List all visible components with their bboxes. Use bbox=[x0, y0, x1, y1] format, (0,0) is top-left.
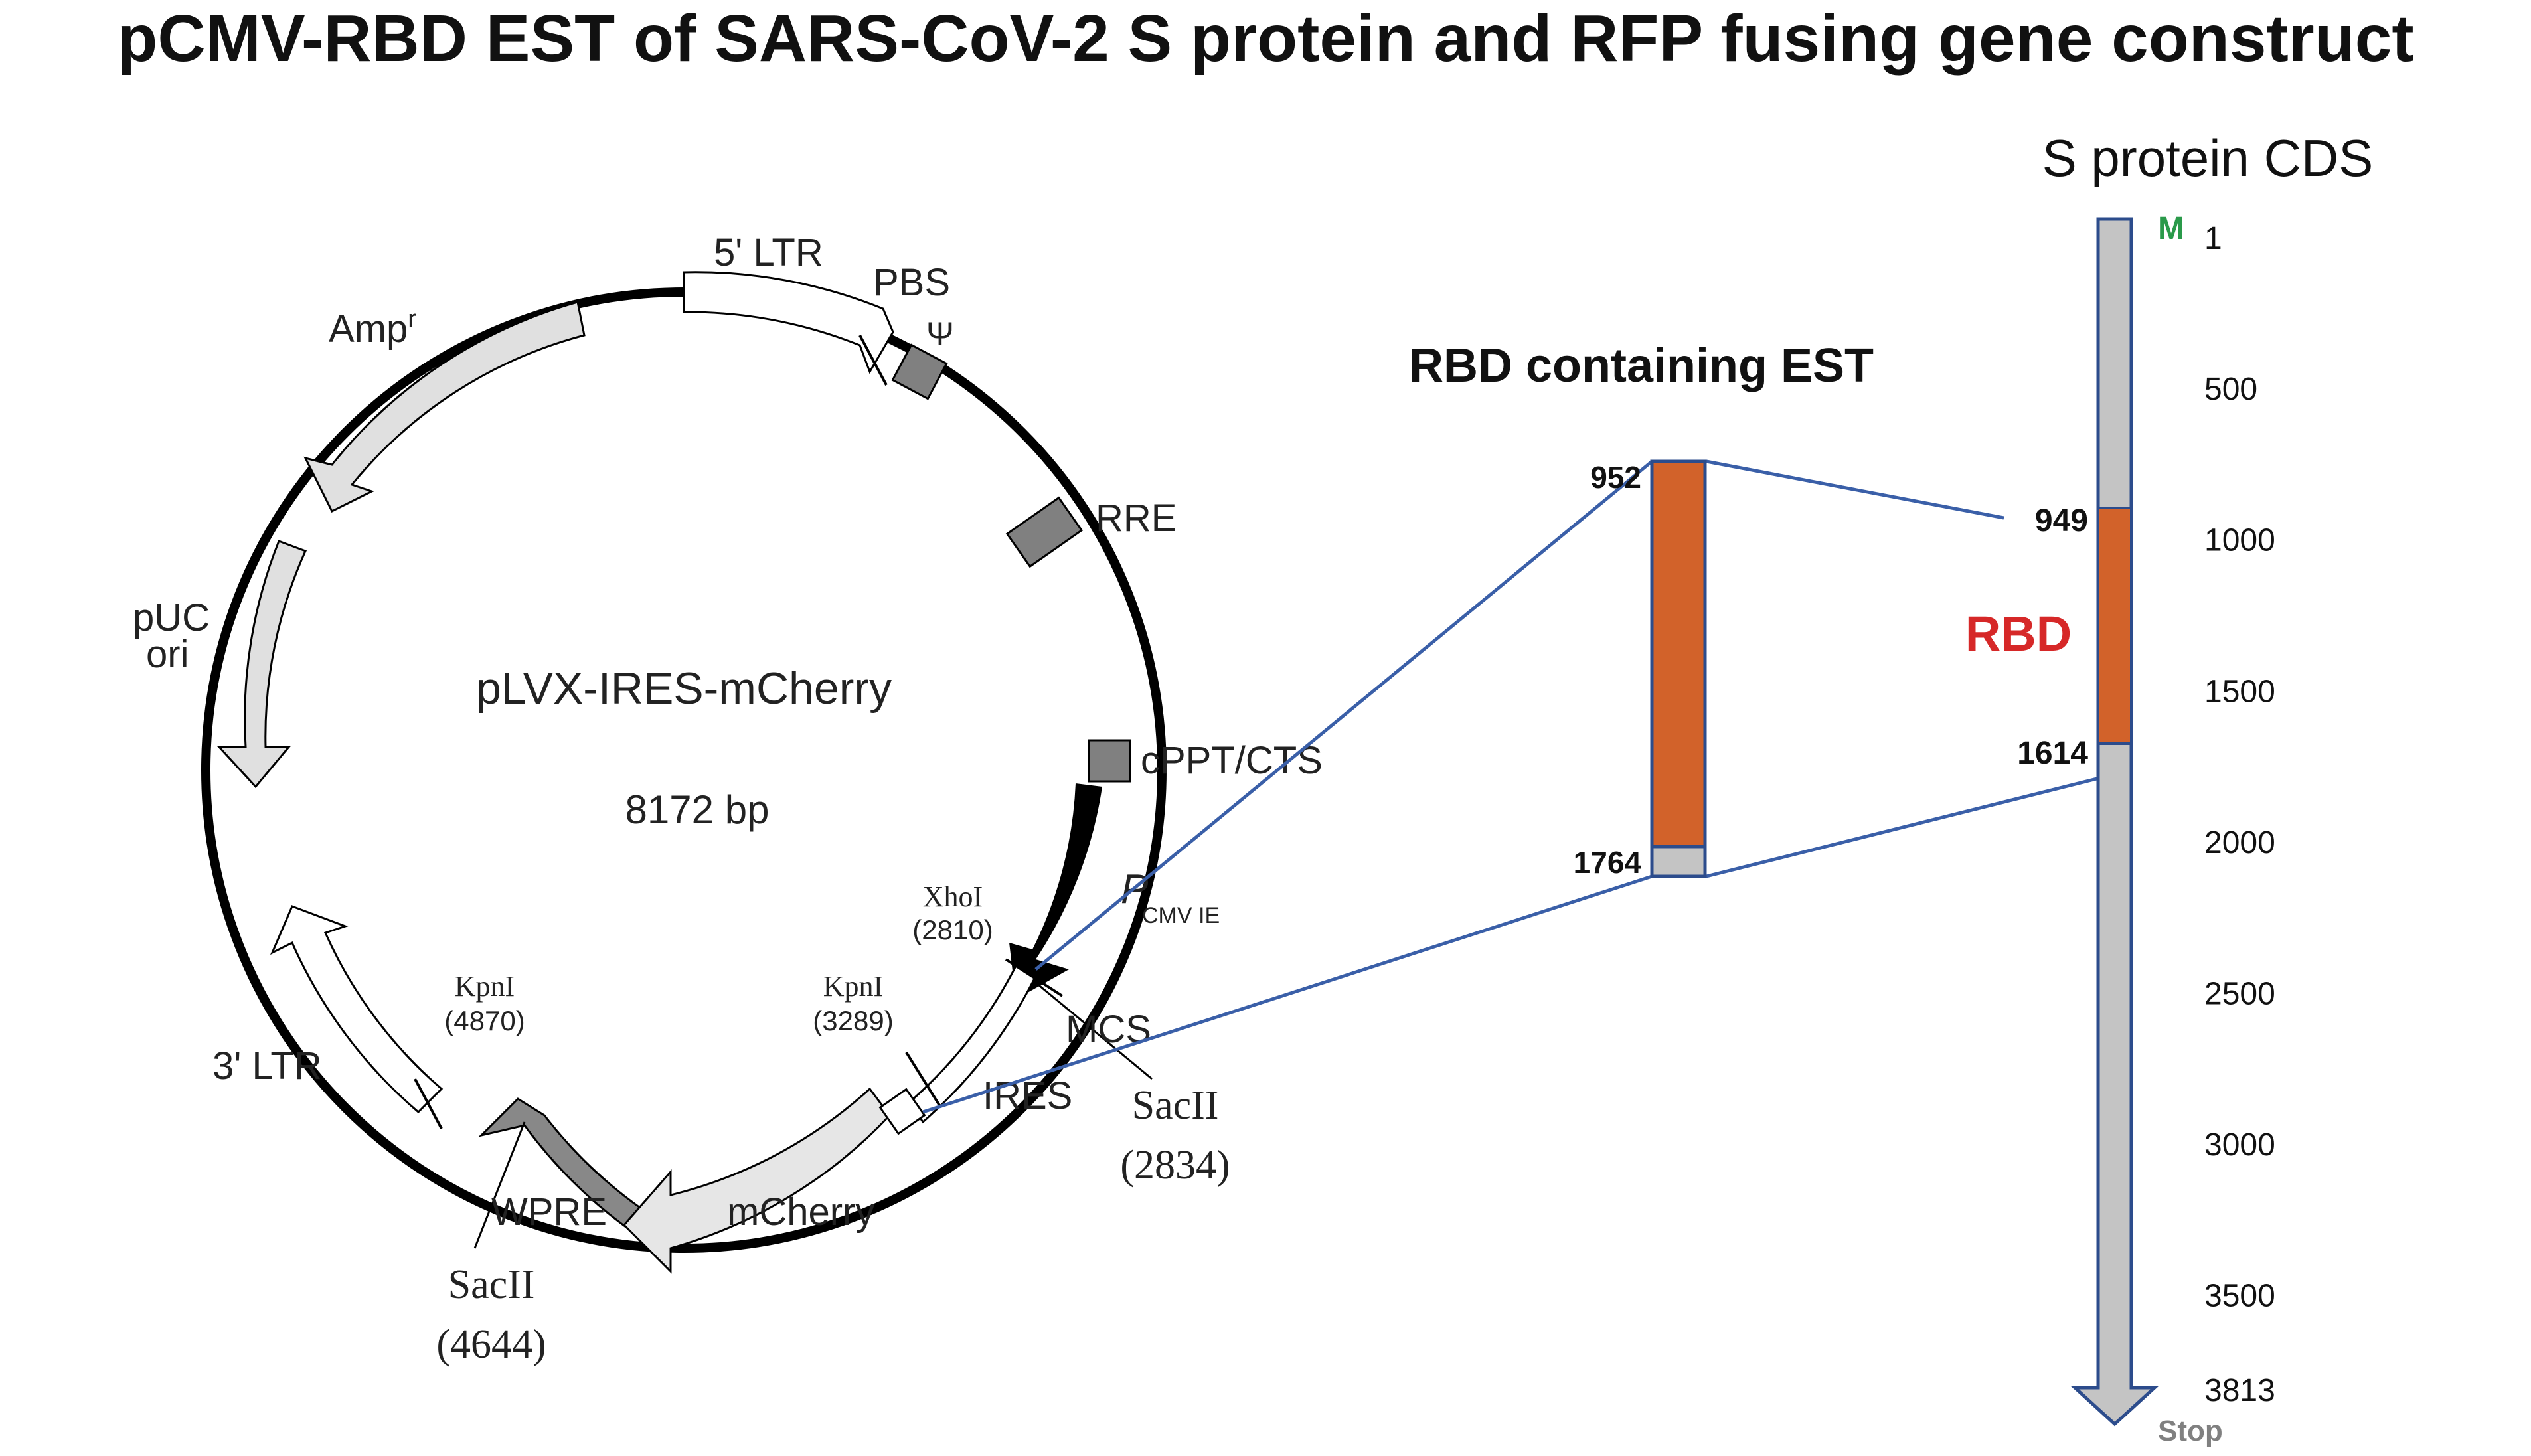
cds-panel: S protein CDS M Stop RBD 949 1614 150010… bbox=[1965, 129, 2373, 1447]
label-cppt: cPPT/CTS bbox=[1141, 739, 1323, 782]
label-wpre: WPRE bbox=[491, 1190, 607, 1234]
connector-lines bbox=[922, 459, 2105, 1114]
connector-est-top-to-cds bbox=[1706, 459, 2004, 520]
cds-title: S protein CDS bbox=[2042, 129, 2374, 187]
label-pcmv-sub: CMV IE bbox=[1142, 903, 1220, 928]
label-amp: Ampr bbox=[329, 305, 416, 351]
tick-kpni2 bbox=[414, 1078, 443, 1129]
label-pbs: PBS bbox=[873, 261, 950, 304]
plasmid-name: pLVX-IRES-mCherry bbox=[476, 663, 892, 714]
ires-box bbox=[878, 1088, 926, 1135]
kpni1-name: KpnI bbox=[823, 970, 883, 1003]
rre-box bbox=[1005, 496, 1084, 568]
ltr5-arrow bbox=[683, 271, 894, 374]
ltr3-arrow bbox=[270, 905, 444, 1114]
est-bar-rbd bbox=[1650, 459, 1707, 849]
cds-tick-2000: 2000 bbox=[2204, 825, 2275, 860]
psi-box bbox=[891, 343, 948, 400]
label-puc: pUC bbox=[133, 596, 210, 639]
cds-tick-1500: 1500 bbox=[2204, 674, 2275, 709]
tick-xhoi bbox=[1005, 958, 1064, 997]
cds-rbd-label: RBD bbox=[1965, 606, 2072, 661]
cds-rbd-segment bbox=[2097, 507, 2133, 745]
sacii1-pointer bbox=[1035, 981, 1153, 1080]
tick-kpni1 bbox=[905, 1051, 941, 1107]
wpre-arrow bbox=[478, 1097, 662, 1250]
amp-arrow bbox=[303, 301, 586, 513]
pcmv-arrow bbox=[1009, 783, 1102, 999]
sacii2-name: SacII bbox=[448, 1262, 535, 1307]
label-ires: IRES bbox=[983, 1074, 1072, 1117]
cds-start-label: M bbox=[2158, 211, 2184, 246]
xhoi-pos: (2810) bbox=[912, 914, 993, 945]
kpni2-name: KpnI bbox=[455, 970, 515, 1003]
connector-est-bottom-to-plasmid bbox=[922, 874, 1653, 1114]
cds-tick-3500: 3500 bbox=[2204, 1279, 2275, 1314]
est-start-label: 952 bbox=[1590, 460, 1641, 495]
cds-tick-3813: 3813 bbox=[2204, 1373, 2275, 1408]
connector-est-bottom-to-cds bbox=[1706, 775, 2105, 878]
sacii1-name: SacII bbox=[1132, 1083, 1219, 1128]
cppt-box bbox=[1088, 739, 1131, 783]
cds-arrow bbox=[2070, 217, 2159, 1427]
plasmid-size: 8172 bp bbox=[625, 787, 770, 832]
mcherry-arrow bbox=[622, 1087, 891, 1274]
cds-rbd-end: 1614 bbox=[2017, 736, 2088, 771]
cds-tick-1: 1 bbox=[2204, 221, 2222, 256]
est-end-label: 1764 bbox=[1574, 845, 1642, 880]
kpni1-pos: (3289) bbox=[813, 1005, 893, 1036]
cds-tick-500: 500 bbox=[2204, 372, 2257, 407]
est-title: RBD containing EST bbox=[1409, 339, 1874, 392]
est-bar-tail bbox=[1650, 845, 1707, 878]
label-mcherry: mCherry bbox=[727, 1190, 874, 1234]
cds-tick-2500: 2500 bbox=[2204, 976, 2275, 1011]
kpni2-pos: (4870) bbox=[444, 1005, 525, 1036]
label-ltr5: 5' LTR bbox=[714, 231, 823, 274]
sacii1-pos: (2834) bbox=[1120, 1143, 1230, 1188]
puc-ori-arrow bbox=[216, 540, 307, 789]
label-rre: RRE bbox=[1096, 497, 1177, 540]
xhoi-name: XhoI bbox=[923, 880, 983, 913]
cds-rbd-start: 949 bbox=[2035, 503, 2088, 538]
est-panel: RBD containing EST 952 1764 bbox=[1409, 339, 1874, 880]
tick-pbs bbox=[858, 335, 888, 386]
label-mcs: MCS bbox=[1066, 1008, 1151, 1051]
sacii2-pos: (4644) bbox=[436, 1322, 546, 1367]
cds-tick-1000: 1000 bbox=[2204, 523, 2275, 558]
label-ori: ori bbox=[146, 633, 189, 676]
connector-est-top-to-plasmid bbox=[1034, 460, 1653, 971]
label-ltr3: 3' LTR bbox=[212, 1044, 322, 1088]
plasmid-map: pLVX-IRES-mCherry 8172 bp 5' LTR PBS Ψ R… bbox=[133, 231, 1323, 1367]
cds-stop-label: Stop bbox=[2158, 1415, 2223, 1447]
sacii2-pointer bbox=[473, 1121, 526, 1249]
cds-tick-3000: 3000 bbox=[2204, 1127, 2275, 1163]
figure-title: pCMV-RBD EST of SARS-CoV-2 S protein and… bbox=[117, 1, 2413, 76]
label-psi: Ψ bbox=[926, 315, 954, 353]
